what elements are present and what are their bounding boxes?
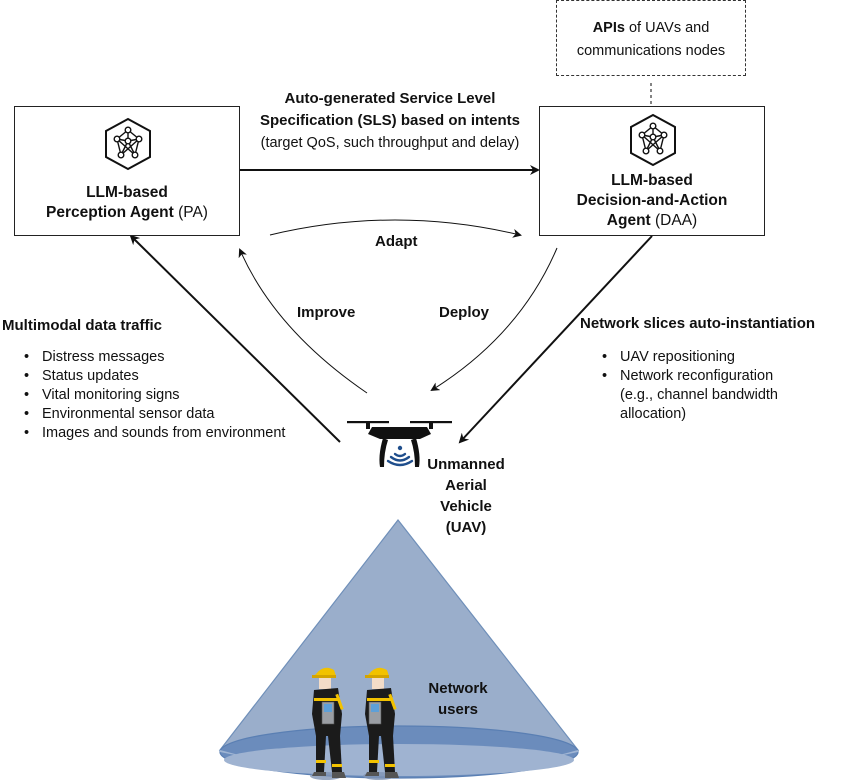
apis-line1: of UAVs and (624, 20, 710, 36)
uav-label-line: Unmanned (427, 456, 505, 473)
deploy-label: Deploy (439, 304, 490, 321)
apis-bold: APIs (592, 20, 625, 36)
network-slices-heading: Network slices auto-instantiation (580, 315, 816, 332)
apis-line2: communications nodes (576, 43, 726, 59)
daa-abbr: (DAA) (655, 212, 698, 229)
daa-line2: Decision-and-Action (576, 192, 728, 209)
list-item: UAV repositioning (602, 348, 848, 367)
network-users-label: Network users (416, 678, 500, 720)
daa-line1: LLM-based (611, 172, 693, 189)
list-item-line: (e.g., channel bandwidth (620, 387, 778, 403)
sls-line3: (target QoS, such throughput and delay) (260, 135, 520, 151)
list-item: Images and sounds from environment (24, 424, 332, 443)
multimodal-heading: Multimodal data traffic (2, 317, 163, 334)
drone-icon (347, 421, 452, 467)
sls-line2: Specification (SLS) based on intents (259, 112, 521, 129)
network-slices-list: UAV repositioning Network reconfiguratio… (580, 348, 848, 424)
pa-line2: Perception Agent (46, 204, 179, 221)
users-label-line: users (437, 701, 479, 718)
network-slices-arrow (458, 235, 653, 444)
users-label-line: Network (428, 680, 488, 697)
pa-abbr: (PA) (178, 204, 208, 221)
wireless-signal-icon (386, 445, 414, 467)
list-item-line: Network reconfiguration (620, 368, 774, 384)
adapt-label: Adapt (375, 233, 418, 250)
multimodal-list: Distress messages Status updates Vital m… (2, 348, 332, 443)
sls-label: Auto-generated Service Level Specificati… (240, 88, 540, 154)
pa-line1: LLM-based (86, 184, 168, 201)
network-slices-section: Network slices auto-instantiation UAV re… (580, 314, 848, 424)
list-item: Environmental sensor data (24, 405, 332, 424)
multimodal-section: Multimodal data traffic Distress message… (2, 316, 332, 443)
list-item: Network reconfiguration (e.g., channel b… (602, 367, 848, 424)
llm-network-hexagon-icon (630, 113, 676, 167)
decision-action-agent-box[interactable]: LLM-based Decision-and-Action Agent (DAA… (539, 106, 765, 236)
apis-box: APIs of UAVs and communications nodes (556, 0, 746, 76)
firefighter-icon (310, 667, 399, 780)
uav-label-line: Aerial (445, 477, 487, 494)
improve-label: Improve (297, 304, 356, 321)
list-item: Status updates (24, 367, 332, 386)
deploy-arrow (430, 247, 558, 392)
list-item-line: allocation) (620, 406, 687, 422)
list-item: Distress messages (24, 348, 332, 367)
list-item: Vital monitoring signs (24, 386, 332, 405)
uav-label: Unmanned Aerial Vehicle (UAV) (418, 454, 514, 538)
uav-label-line: Vehicle (440, 498, 492, 515)
improve-arrow (238, 248, 368, 394)
coverage-cone (218, 519, 580, 779)
sls-line1: Auto-generated Service Level (284, 90, 496, 107)
daa-line3: Agent (606, 212, 655, 229)
perception-agent-box[interactable]: LLM-based Perception Agent (PA) (14, 106, 240, 236)
uav-label-line: (UAV) (445, 519, 487, 536)
llm-network-hexagon-icon (105, 117, 151, 171)
adapt-arrow (269, 219, 522, 238)
